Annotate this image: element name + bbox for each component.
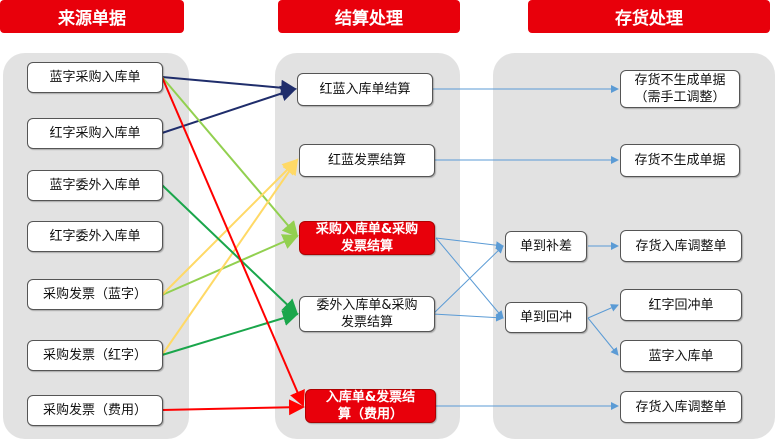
settle-fee-line-1: 入库单&发票结 [325,390,416,405]
inv-no-doc-manual-line-2: （需手工调整） [634,90,726,105]
source-purchase-invoice-fee: 采购发票（费用） [27,395,163,426]
settle-inbound-invoice-fee: 入库单&发票结 算（费用） [305,389,436,423]
header-inventory: 存货处理 [528,0,770,33]
arrow-reversal-to-red-reversal [587,304,619,319]
source-red-purchase-inbound: 红字采购入库单 [27,118,163,149]
middle-reversal: 单到回冲 [505,302,587,333]
arrow-red-invoice-to-redblue-invoice [161,158,299,356]
inv-red-reversal: 红字回冲单 [620,289,742,321]
settle-outsource-line-2: 发票结算 [340,315,393,330]
header-settlement: 结算处理 [278,0,460,33]
inv-adjust-1: 存货入库调整单 [620,230,742,262]
arrow-purchase-settlement-to-diff [435,237,504,250]
header-source: 来源单据 [0,0,184,33]
inv-no-doc-manual: 存货不生成单据 （需手工调整） [620,70,740,108]
arrow-blue-invoice-to-purchase-settlement [161,234,299,296]
arrow-blue-invoice-to-redblue-invoice [161,158,299,296]
settle-fee-line-2: 算（费用） [337,407,403,422]
settle-purchase-inbound-invoice: 采购入库单&采购 发票结算 [299,221,435,255]
source-red-outsource-inbound: 红字委外入库单 [27,221,163,252]
arrow-blue-inbound-to-redblue-inbound [161,76,297,96]
settle-redblue-inbound: 红蓝入库单结算 [297,73,433,106]
settle-purchase-line-2: 发票结算 [340,239,393,254]
arrow-red-inbound-to-redblue-inbound [161,85,297,134]
source-blue-outsource-inbound: 蓝字委外入库单 [27,170,163,201]
settle-purchase-line-1: 采购入库单&采购 [315,222,419,237]
source-blue-purchase-inbound: 蓝字采购入库单 [27,62,163,93]
arrow-blue-outsource-to-outsource-settlement [161,184,299,316]
source-purchase-invoice-blue: 采购发票（蓝字） [27,279,163,310]
arrow-blue-inbound-to-fee-settlement [161,76,305,407]
arrow-outsource-settlement-to-reversal [432,313,504,322]
arrow-outsource-settlement-to-diff [432,245,504,315]
source-purchase-invoice-red: 采购发票（红字） [27,340,163,371]
arrow-reversal-to-blue-inbound [587,317,619,356]
inv-blue-inbound: 蓝字入库单 [620,340,742,372]
settle-outsource-inbound-invoice: 委外入库单&采购 发票结算 [299,296,435,332]
settle-redblue-invoice: 红蓝发票结算 [299,144,435,177]
arrow-red-invoice-to-outsource-settlement [161,310,299,356]
settle-outsource-line-1: 委外入库单&采购 [316,298,418,313]
inv-adjust-2: 存货入库调整单 [620,391,742,423]
inv-no-doc: 存货不生成单据 [620,144,740,177]
arrow-blue-inbound-to-purchase-settlement [161,76,299,238]
middle-cost-difference: 单到补差 [505,231,587,262]
inv-no-doc-manual-line-1: 存货不生成单据 [634,73,726,88]
arrow-fee-invoice-to-fee-settlement [161,399,305,416]
